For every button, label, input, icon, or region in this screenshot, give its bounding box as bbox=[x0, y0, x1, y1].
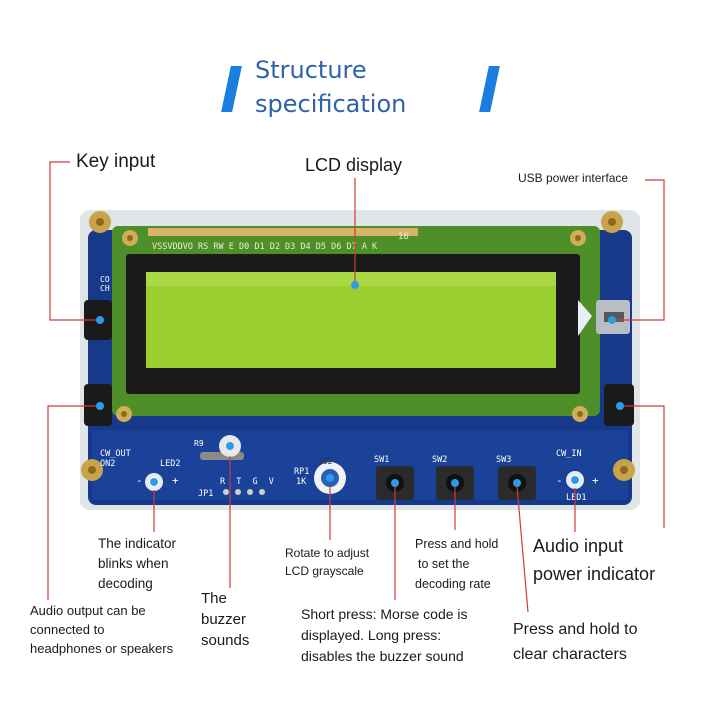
indicator-line-2: blinks when bbox=[98, 556, 169, 571]
jp1-label: JP1 bbox=[198, 489, 213, 499]
usb-line bbox=[612, 179, 665, 321]
led1-plus: + bbox=[592, 474, 599, 487]
led1-label: LED1 bbox=[566, 493, 586, 503]
led2-plus: + bbox=[172, 474, 179, 487]
r9-label: R9 bbox=[194, 439, 204, 448]
led2-label: LED2 bbox=[160, 459, 180, 469]
screw-bottom-right bbox=[613, 459, 635, 481]
sw2-label: SW2 bbox=[432, 455, 447, 465]
press-hold-rate-line-2: to set the bbox=[418, 557, 470, 571]
on2-label: ON2 bbox=[100, 459, 115, 469]
audio-output-line-1: Audio output can be bbox=[30, 603, 146, 618]
title-line-2: specification bbox=[255, 90, 407, 118]
led1-minus: - bbox=[556, 474, 563, 487]
audio-input-label: Audio input power indicator bbox=[533, 532, 655, 588]
screw-lcd-tr bbox=[570, 230, 586, 246]
indicator-line-1: The indicator bbox=[98, 536, 177, 551]
co-label: CO bbox=[100, 275, 110, 284]
lcd-display-label: LCD display bbox=[305, 155, 403, 175]
press-hold-rate-line-1: Press and hold bbox=[415, 537, 499, 551]
audio-output-line bbox=[47, 405, 100, 600]
rotate-line-1: Rotate to adjust bbox=[285, 546, 370, 560]
buzzer-line-3: sounds bbox=[201, 632, 250, 649]
lcd-pin-count: 16 bbox=[398, 232, 409, 242]
press-hold-rate-label: Press and hold to set the decoding rate bbox=[415, 534, 498, 594]
key-input-line bbox=[49, 161, 100, 321]
clear-line-2: clear characters bbox=[513, 646, 627, 663]
audio-output-line-3: headphones or speakers bbox=[30, 641, 174, 656]
indicator-label: The indicator blinks when decoding bbox=[98, 534, 176, 594]
buzzer-line-1: The bbox=[201, 590, 227, 607]
screw-lcd-tl bbox=[122, 230, 138, 246]
lcd-screen bbox=[146, 272, 556, 368]
clear-line-1: Press and hold to bbox=[513, 621, 638, 638]
indicator-line-3: decoding bbox=[98, 576, 153, 591]
screw-lcd-br bbox=[572, 406, 588, 422]
audio-output-label: Audio output can be connected to headpho… bbox=[30, 601, 173, 658]
audio-input-jack-line bbox=[620, 405, 665, 528]
lcd-screen-shine bbox=[146, 272, 556, 286]
short-press-line-3: disables the buzzer sound bbox=[301, 648, 464, 664]
lcd-backlight-tab bbox=[578, 300, 592, 336]
rp1-label: RP1 bbox=[294, 467, 309, 477]
rotate-line-2: LCD grayscale bbox=[285, 564, 364, 578]
usb-power-label: USB power interface bbox=[518, 171, 629, 185]
ch-label: CH bbox=[100, 284, 110, 293]
clear-line bbox=[516, 485, 529, 613]
short-press-label: Short press: Morse code is displayed. Lo… bbox=[301, 604, 468, 667]
clear-characters-label: Press and hold to clear characters bbox=[513, 617, 638, 667]
rotate-label: Rotate to adjust LCD grayscale bbox=[285, 544, 369, 580]
key-input-label: Key input bbox=[76, 151, 156, 172]
buzzer-label: The buzzer sounds bbox=[201, 588, 249, 651]
pot-marking: 102 bbox=[318, 457, 333, 466]
lcd-pin-labels: VSSVDDVO RS RW E D0 D1 D2 D3 D4 D5 D6 D7… bbox=[152, 242, 378, 252]
screw-top-left bbox=[89, 211, 111, 233]
screw-bottom-left bbox=[81, 459, 103, 481]
callout-lines bbox=[47, 161, 665, 613]
audio-output-line-2: connected to bbox=[30, 622, 105, 637]
press-hold-rate-line-3: decoding rate bbox=[415, 577, 491, 591]
sw1-label: SW1 bbox=[374, 455, 389, 465]
jp1-pin-labels: R T G V bbox=[220, 477, 277, 487]
jp1-header bbox=[223, 489, 265, 495]
audio-input-line-2: power indicator bbox=[533, 564, 656, 584]
buzzer-line-2: buzzer bbox=[201, 611, 247, 628]
lcd-pin-header bbox=[148, 228, 418, 236]
callout-dots bbox=[96, 281, 624, 487]
screw-lcd-bl bbox=[116, 406, 132, 422]
screw-top-right bbox=[601, 211, 623, 233]
sw3-label: SW3 bbox=[496, 455, 511, 465]
short-press-line-2: displayed. Long press: bbox=[301, 627, 442, 643]
cw-in-label: CW_IN bbox=[556, 449, 582, 459]
rp1-value: 1K bbox=[296, 477, 307, 487]
cw-out-label: CW_OUT bbox=[100, 449, 131, 459]
led2-minus: - bbox=[136, 474, 143, 487]
short-press-line-1: Short press: Morse code is bbox=[301, 606, 468, 622]
audio-input-line-1: Audio input bbox=[533, 536, 624, 556]
title-line-1: Structure bbox=[255, 56, 367, 84]
